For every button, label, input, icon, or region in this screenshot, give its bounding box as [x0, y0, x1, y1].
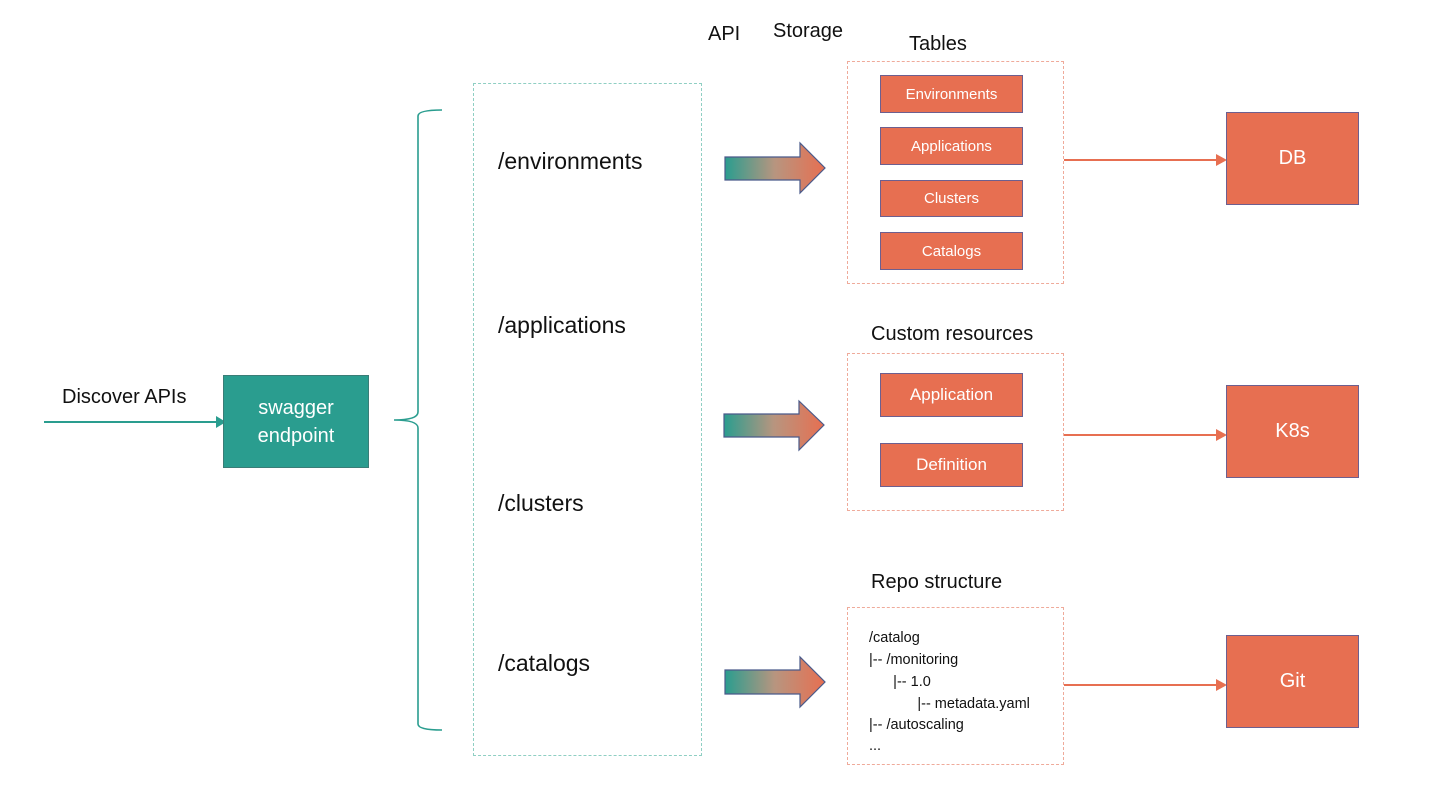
custom-resource-application: Application	[880, 373, 1023, 417]
swagger-endpoint-label-line1: swagger	[258, 396, 334, 419]
repo-line: ...	[869, 738, 882, 754]
api-path-applications: /applications	[498, 312, 626, 338]
table-catalogs-label: Catalogs	[921, 242, 982, 260]
custom-resources-group-title: Custom resources	[871, 323, 1034, 345]
target-db: DB	[1226, 112, 1359, 205]
block-arrow-environments	[724, 141, 826, 195]
curly-brace	[393, 109, 443, 731]
target-git: Git	[1226, 635, 1359, 728]
repo-line: |-- metadata.yaml	[869, 696, 1030, 712]
arrow-to-k8s	[1064, 429, 1227, 441]
table-clusters-label: Clusters	[923, 190, 979, 207]
repo-structure-group-container	[847, 607, 1064, 765]
custom-resource-definition-label: Definition	[916, 455, 987, 474]
table-applications: Applications	[880, 127, 1023, 165]
swagger-endpoint-node: swagger endpoint	[223, 375, 369, 468]
target-db-label: DB	[1278, 147, 1307, 169]
custom-resource-definition: Definition	[880, 443, 1023, 487]
arrow-to-git	[1064, 679, 1227, 691]
api-path-clusters: /clusters	[498, 490, 584, 516]
table-catalogs: Catalogs	[880, 232, 1023, 270]
tables-group-title: Tables	[909, 33, 967, 55]
api-column-header: API	[708, 23, 741, 45]
api-paths-container	[473, 83, 702, 756]
swagger-endpoint-label-line2: endpoint	[257, 424, 335, 447]
repo-line: |-- /autoscaling	[869, 717, 964, 733]
storage-column-header: Storage	[773, 20, 844, 42]
table-applications-label: Applications	[911, 137, 992, 155]
repo-structure-group-title: Repo structure	[871, 571, 1003, 593]
block-arrow-catalogs	[724, 655, 826, 709]
api-path-catalogs: /catalogs	[498, 650, 591, 676]
table-environments-label: Environments	[905, 85, 998, 103]
target-git-label: Git	[1279, 670, 1306, 692]
target-k8s-label: K8s	[1275, 420, 1310, 442]
target-k8s: K8s	[1226, 385, 1359, 478]
table-clusters: Clusters	[880, 180, 1023, 217]
repo-line: |-- 1.0	[869, 674, 931, 690]
discover-apis-label: Discover APIs	[62, 386, 187, 408]
custom-resource-application-label: Application	[909, 385, 994, 404]
table-environments: Environments	[880, 75, 1023, 113]
arrow-to-db	[1064, 154, 1227, 166]
discover-arrow	[44, 416, 226, 428]
repo-line: |-- /monitoring	[869, 652, 959, 668]
tables-group-container	[847, 61, 1064, 284]
api-path-environments: /environments	[498, 148, 643, 174]
block-arrow-clusters	[723, 399, 825, 452]
repo-line: /catalog	[869, 630, 920, 646]
custom-resources-group-container	[847, 353, 1064, 511]
